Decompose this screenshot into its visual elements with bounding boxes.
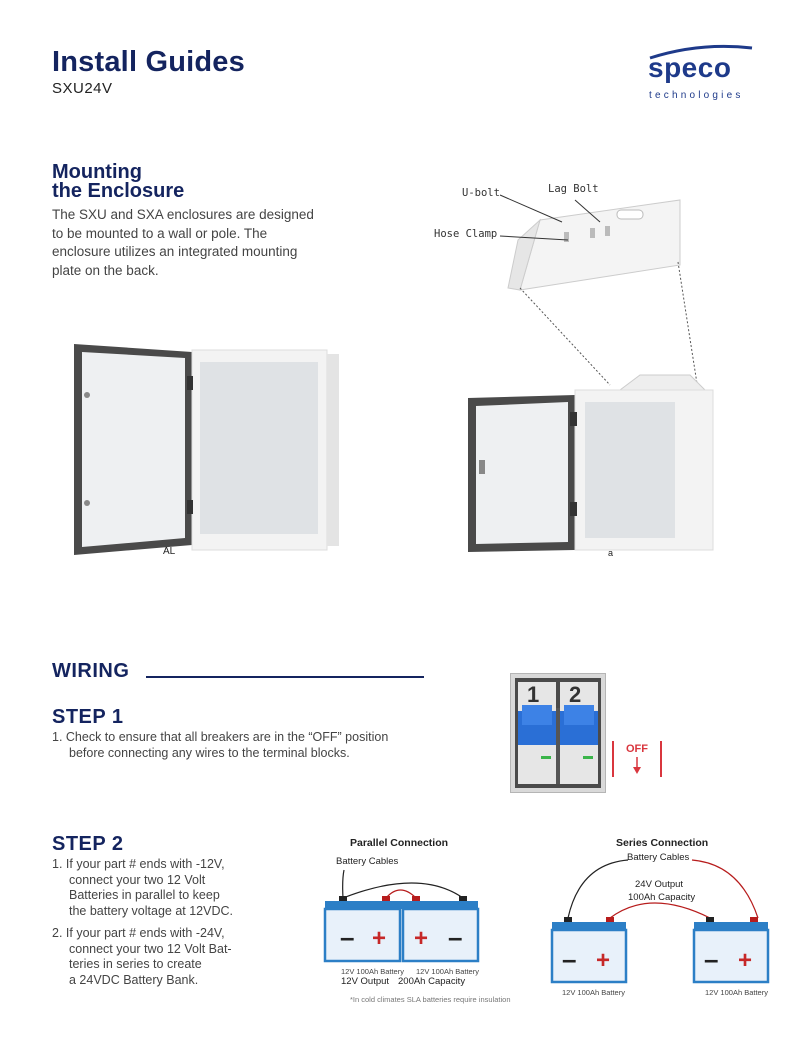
step2-line: 2. If your part # ends with -24V,	[52, 926, 225, 940]
minus-icon: –	[448, 922, 462, 952]
step1-text: 1. Check to ensure that all breakers are…	[52, 730, 388, 761]
series-battery-label-2: 12V 100Ah Battery	[705, 988, 768, 997]
mounting-line: to be mounted to a wall or pole. The	[52, 225, 268, 241]
step2-item2: 2. If your part # ends with -24V, connec…	[52, 926, 232, 988]
series-cables-label: Battery Cables	[627, 852, 690, 863]
plus-icon: +	[596, 947, 610, 974]
parallel-cables-label: Battery Cables	[336, 856, 399, 867]
logo-swoosh-icon	[649, 44, 753, 60]
series-battery-label-1: 12V 100Ah Battery	[562, 988, 625, 997]
wiring-rule	[146, 676, 424, 678]
mounting-line: enclosure utilizes an integrated mountin…	[52, 244, 298, 259]
plus-icon: +	[372, 925, 386, 952]
series-title: Series Connection	[616, 837, 709, 849]
callout-lag-bolt: Lag Bolt	[548, 183, 599, 195]
breaker-label-1: 1	[527, 682, 540, 707]
callout-leaders	[499, 194, 601, 241]
minus-icon: –	[562, 944, 576, 974]
page-title: Install Guides	[52, 46, 245, 78]
mounting-heading: Mounting the Enclosure	[52, 161, 185, 202]
parallel-battery-label-1: 12V 100Ah Battery	[341, 967, 404, 976]
wiring-heading: WIRING	[52, 660, 130, 682]
series-diagram: – + – +	[550, 859, 770, 984]
step1-line: 1. Check to ensure that all breakers are…	[52, 730, 389, 744]
logo-subtitle: technologies	[649, 90, 744, 101]
breaker-panel-image: 1 2	[510, 673, 606, 793]
step2-item1: 1. If your part # ends with -12V, connec…	[52, 857, 233, 919]
breaker-label-2: 2	[569, 682, 582, 707]
mounting-body: The SXU and SXA enclosures are designed …	[52, 206, 314, 280]
step2-line: Batteries in parallel to keep	[69, 888, 220, 902]
model-number: SXU24V	[52, 80, 113, 97]
logo-wordmark: speco	[648, 52, 732, 83]
insulation-note: *In cold climates SLA batteries require …	[350, 995, 511, 1004]
step1-line: before connecting any wires to the termi…	[69, 745, 350, 760]
parallel-output: 12V Output	[341, 976, 390, 987]
callout-hose-clamp: Hose Clamp	[434, 228, 498, 240]
plus-icon: +	[738, 947, 752, 974]
step2-line: the battery voltage at 12VDC.	[69, 903, 233, 918]
image-mark-right: a	[608, 548, 614, 558]
step2-line: connect your two 12 Volt Bat-	[69, 941, 232, 956]
series-capacity: 100Ah Capacity	[628, 892, 696, 903]
enclosure-open-illustration	[74, 344, 339, 555]
enclosure-mounting-illustration	[468, 199, 714, 552]
speco-logo	[640, 40, 760, 104]
step2-line: teries in series to create	[69, 957, 202, 971]
step2-heading: STEP 2	[52, 833, 124, 855]
parallel-diagram: – + + –	[323, 869, 480, 963]
minus-icon: –	[704, 944, 718, 974]
parallel-capacity: 200Ah Capacity	[398, 976, 466, 987]
step2-line: 1. If your part # ends with -12V,	[52, 857, 225, 871]
arrow-down-icon	[633, 757, 641, 774]
mounting-heading-line2: the Enclosure	[52, 180, 185, 202]
parallel-battery-label-2: 12V 100Ah Battery	[416, 967, 479, 976]
off-indicator: OFF	[612, 741, 662, 777]
minus-icon: –	[340, 922, 354, 952]
parallel-title: Parallel Connection	[350, 837, 449, 849]
step2-line: a 24VDC Battery Bank.	[69, 972, 199, 987]
image-mark-left: AL	[163, 546, 176, 557]
callout-ubolt: U-bolt	[462, 187, 500, 199]
mounting-heading-line1: Mounting	[52, 161, 142, 183]
step1-heading: STEP 1	[52, 706, 124, 728]
mounting-line: plate on the back.	[52, 262, 159, 278]
off-label: OFF	[626, 743, 648, 755]
mounting-line: The SXU and SXA enclosures are designed	[52, 207, 314, 222]
series-output: 24V Output	[635, 879, 684, 890]
plus-icon: +	[414, 925, 428, 952]
step2-line: connect your two 12 Volt	[69, 872, 206, 887]
